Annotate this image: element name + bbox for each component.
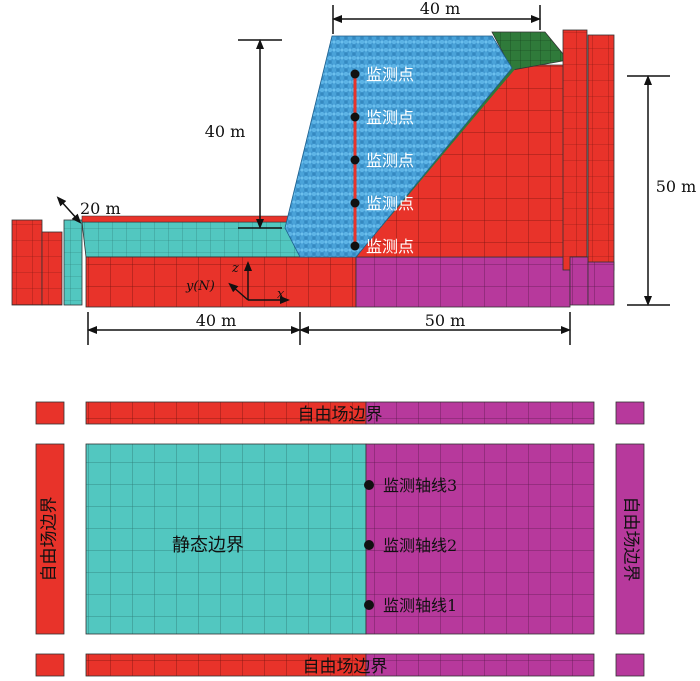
- top-free-field-strip-mag: [365, 401, 595, 425]
- dim-height-left-label: 40 m: [205, 122, 246, 141]
- axis-x-label: x: [277, 287, 285, 302]
- left-free-field-strip: [35, 443, 65, 635]
- right-free-field-base-1: [569, 256, 589, 306]
- right-free-field-block-2: [587, 34, 615, 271]
- free-field-bottom-label: 自由场边界: [303, 657, 388, 677]
- static-boundary-label: 静态边界: [172, 535, 244, 556]
- monitor-point-label-5: 监测点: [366, 237, 414, 256]
- monitor-region-magenta: [365, 443, 595, 635]
- dim-height-right-label: 50 m: [656, 177, 697, 196]
- monitor-point-label-4: 监测点: [366, 194, 414, 213]
- right-free-field-base-2: [587, 261, 615, 306]
- dim-bottom-right-label: 50 m: [425, 311, 466, 330]
- plan-view: 自由场边界 自由场边界 自由场边界 静态边界 监测轴线3 监测轴线2 监测轴线1 自…: [35, 401, 645, 677]
- dim-top-label: 40 m: [420, 0, 461, 18]
- top-free-field-left-cell: [35, 401, 65, 425]
- monitor-point-1: [350, 69, 360, 79]
- left-free-field-block-2: [41, 231, 63, 306]
- monitor-axis-lines-group: 监测轴线3 监测轴线2 监测轴线1: [364, 476, 457, 615]
- right-free-field-strip: [615, 443, 645, 635]
- particle-fill-body: [284, 35, 513, 258]
- axis-line-point-3: [364, 600, 374, 610]
- monitor-point-2: [350, 112, 360, 122]
- right-free-field-block: [562, 29, 588, 271]
- axis-line-point-2: [364, 540, 374, 550]
- bottom-free-field-strip-mag: [365, 653, 595, 677]
- monitor-point-4: [350, 198, 360, 208]
- left-free-field-block: [11, 219, 43, 306]
- left-thin-column: [63, 219, 83, 306]
- monitor-point-label-1: 监测点: [366, 65, 414, 84]
- axis-y-label: y(N): [185, 279, 215, 294]
- free-field-top-label: 自由场边界: [298, 405, 383, 425]
- free-field-left-label: 自由场边界: [40, 497, 60, 582]
- top-free-field-right-cell: [615, 401, 645, 425]
- dim-height-right: 50 m: [627, 75, 697, 306]
- dim-bottom-left-label: 40 m: [196, 311, 237, 330]
- dim-bottom: 40 m 50 m: [87, 311, 571, 345]
- coordinate-axes: z y(N) x: [185, 261, 290, 304]
- foundation-front-red: [85, 256, 357, 308]
- axis-line-label-1: 监测轴线3: [383, 476, 457, 495]
- axis-z-label: z: [231, 261, 239, 276]
- monitor-point-label-2: 监测点: [366, 108, 414, 127]
- dim-small-label: 20 m: [80, 199, 121, 218]
- monitor-point-5: [350, 241, 360, 251]
- dim-height-left: 40 m: [205, 39, 282, 229]
- axis-line-label-3: 监测轴线1: [383, 596, 457, 615]
- bottom-free-field-left-cell: [35, 653, 65, 677]
- axis-line-point-1: [364, 480, 374, 490]
- bottom-free-field-right-cell: [615, 653, 645, 677]
- axis-line-label-2: 监测轴线2: [383, 536, 457, 555]
- dim-small: 20 m: [56, 196, 121, 224]
- static-boundary-region: [85, 443, 367, 635]
- free-field-right-label: 自由场边界: [621, 497, 641, 582]
- dim-top: 40 m: [332, 0, 541, 34]
- monitor-point-3: [350, 155, 360, 165]
- monitor-point-label-3: 监测点: [366, 151, 414, 170]
- foundation-front-magenta: [355, 256, 571, 308]
